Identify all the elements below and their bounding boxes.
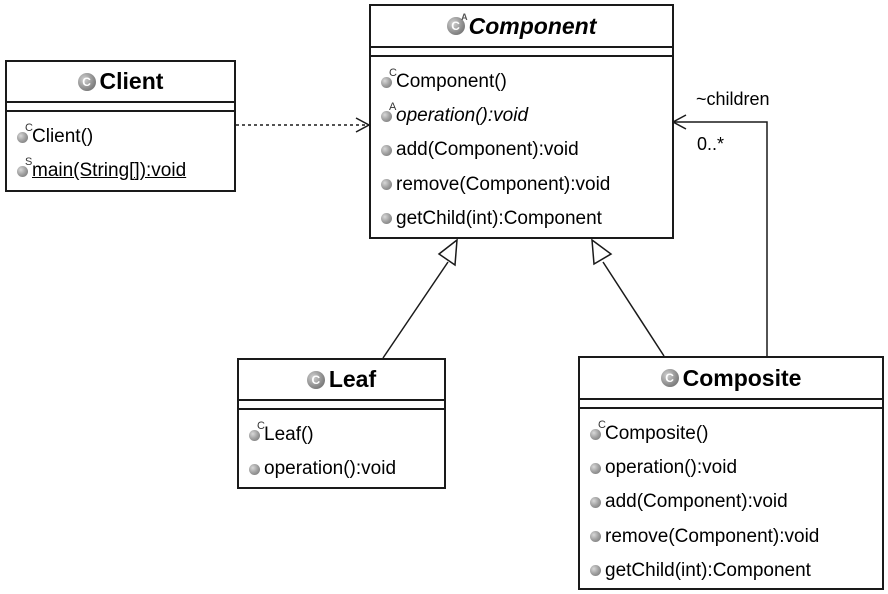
operation-label: operation():void xyxy=(605,457,738,479)
class-client[interactable]: C Client C Client() S main(String[]):voi… xyxy=(5,60,236,192)
operation-label: operation():void xyxy=(264,458,397,480)
class-composite-attributes xyxy=(580,400,882,409)
operation-item: C Client() xyxy=(17,120,234,154)
class-icon: C xyxy=(306,370,325,389)
class-component-name: Component xyxy=(468,12,597,39)
operation-label: getChild(int):Component xyxy=(396,207,602,229)
operation-item: remove(Component):void xyxy=(381,168,672,202)
class-icon: C xyxy=(660,369,679,387)
operation-item: operation():void xyxy=(249,452,444,486)
class-composite-header: C Composite xyxy=(580,358,882,400)
operation-label: Client() xyxy=(32,126,94,148)
method-icon xyxy=(381,213,392,225)
method-icon xyxy=(249,463,260,475)
method-icon xyxy=(590,565,601,577)
leaf-generalization-arrowhead xyxy=(437,238,458,267)
class-component-attributes xyxy=(371,48,672,57)
association-multiplicity-label: 0..* xyxy=(697,134,725,154)
class-leaf-operations: C Leaf() operation():void xyxy=(239,410,444,492)
operation-label: Component() xyxy=(396,71,507,93)
abstract-method-icon: A xyxy=(381,101,396,122)
operation-item: operation():void xyxy=(590,451,882,485)
class-composite-name: Composite xyxy=(682,364,802,391)
operation-item: add(Component):void xyxy=(381,133,672,167)
operation-item: remove(Component):void xyxy=(590,520,882,554)
method-icon xyxy=(381,144,392,156)
operation-item: C Leaf() xyxy=(249,418,444,452)
class-component-operations: C Component() A operation():void add(Com… xyxy=(371,57,672,242)
class-leaf-header: C Leaf xyxy=(239,360,444,401)
operation-label: remove(Component):void xyxy=(396,173,611,195)
operation-label: add(Component):void xyxy=(605,491,788,513)
constructor-method-icon: C xyxy=(381,67,397,88)
children-association-line xyxy=(673,121,768,356)
class-leaf-name: Leaf xyxy=(328,366,377,392)
method-icon xyxy=(590,462,601,474)
operation-label: getChild(int):Component xyxy=(605,559,811,581)
operation-item: S main(String[]):void xyxy=(17,154,234,188)
class-composite-operations: C Composite() operation():void add(Compo… xyxy=(580,409,882,594)
operation-item: C Composite() xyxy=(590,417,882,451)
operation-item: add(Component):void xyxy=(590,485,882,519)
operation-item: A operation():void xyxy=(381,99,672,133)
class-client-header: C Client xyxy=(7,62,234,103)
class-leaf[interactable]: C Leaf C Leaf() operation():void xyxy=(237,358,446,489)
constructor-method-icon: C xyxy=(590,419,606,440)
method-icon xyxy=(381,179,392,191)
class-icon: C xyxy=(77,72,96,91)
method-icon xyxy=(590,531,601,543)
class-leaf-attributes xyxy=(239,401,444,410)
operation-label: Leaf() xyxy=(264,424,314,446)
constructor-method-icon: C xyxy=(249,420,265,441)
class-client-name: Client xyxy=(99,68,164,94)
operation-label: remove(Component):void xyxy=(605,525,820,547)
class-client-operations: C Client() S main(String[]):void xyxy=(7,112,234,194)
composite-generalization-arrowhead xyxy=(591,238,613,266)
operation-item: getChild(int):Component xyxy=(590,554,882,588)
operation-label: operation():void xyxy=(396,105,529,127)
operation-item: C Component() xyxy=(381,65,672,99)
static-method-icon: S xyxy=(17,156,32,177)
operation-label: main(String[]):void xyxy=(32,160,187,182)
composite-generalization-line xyxy=(602,261,665,357)
method-icon xyxy=(590,496,601,508)
operation-label: Composite() xyxy=(605,423,709,445)
operation-label: add(Component):void xyxy=(396,139,579,161)
operation-item: getChild(int):Component xyxy=(381,202,672,236)
class-composite[interactable]: C Composite C Composite() operation():vo… xyxy=(578,356,884,590)
association-role-label: ~children xyxy=(696,89,770,109)
class-client-attributes xyxy=(7,103,234,112)
leaf-generalization-line xyxy=(382,261,449,359)
constructor-method-icon: C xyxy=(17,122,33,143)
